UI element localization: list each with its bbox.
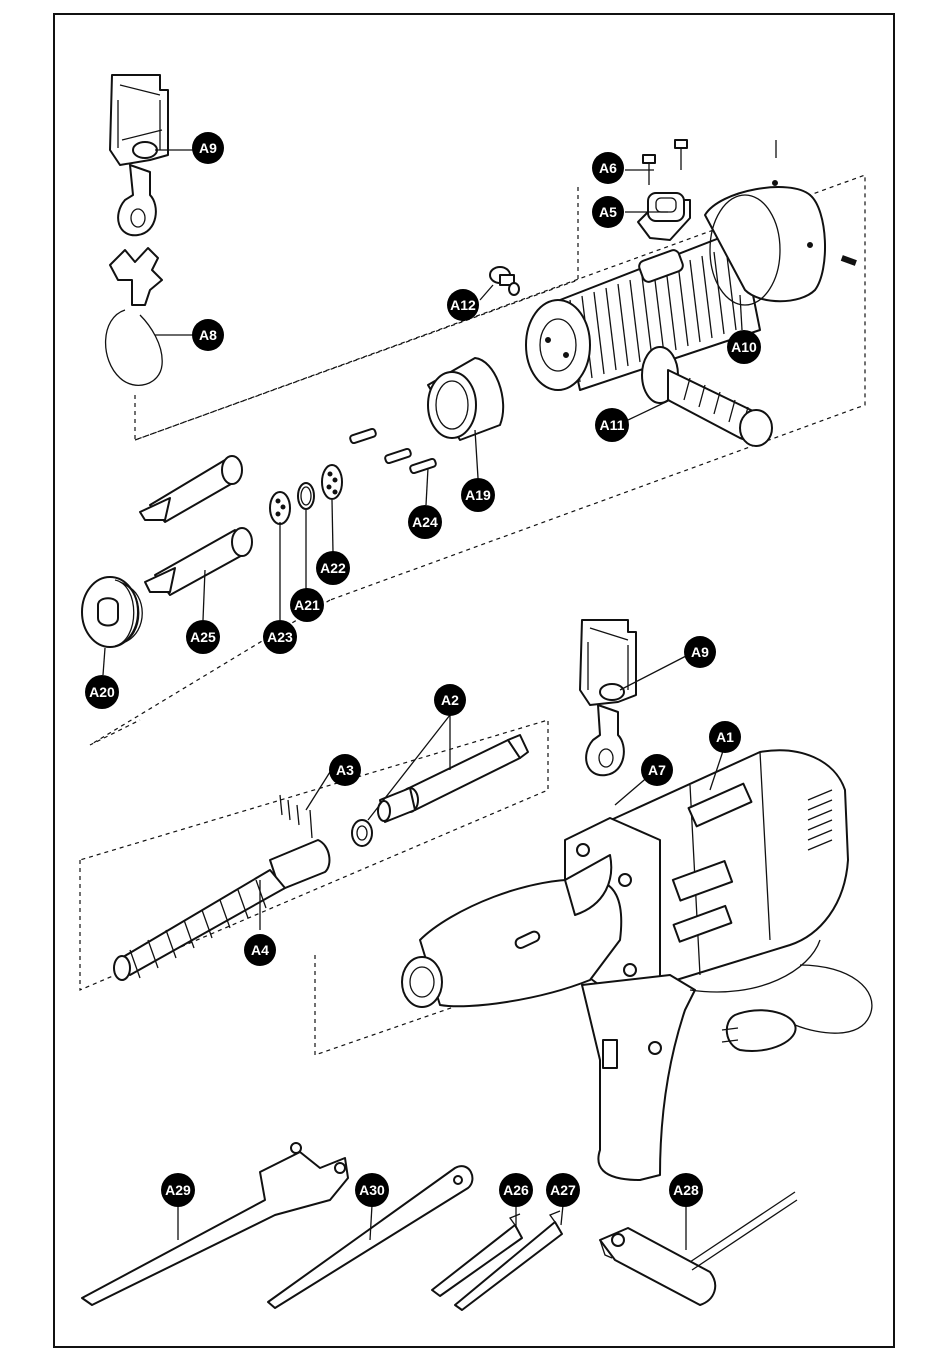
t-handle-key-a28 xyxy=(600,1192,797,1305)
label-a19: A19 xyxy=(461,478,495,512)
svg-text:A28: A28 xyxy=(673,1182,699,1198)
svg-text:A30: A30 xyxy=(359,1182,385,1198)
svg-text:A9: A9 xyxy=(691,644,709,660)
label-a25: A25 xyxy=(186,620,220,654)
svg-text:A4: A4 xyxy=(251,942,269,958)
svg-text:A27: A27 xyxy=(550,1182,576,1198)
svg-text:A22: A22 xyxy=(320,560,346,576)
svg-text:A19: A19 xyxy=(465,487,491,503)
label-a6: A6 xyxy=(592,152,624,184)
label-a20: A20 xyxy=(85,675,119,709)
svg-text:A26: A26 xyxy=(503,1182,529,1198)
svg-text:A6: A6 xyxy=(599,160,617,176)
svg-text:A12: A12 xyxy=(450,297,476,313)
svg-text:A7: A7 xyxy=(648,762,666,778)
hex-keys xyxy=(432,1211,562,1310)
motor-housing-a10 xyxy=(526,181,856,391)
label-a8: A8 xyxy=(192,319,224,351)
svg-text:A25: A25 xyxy=(190,629,216,645)
screws-a6 xyxy=(643,140,776,185)
svg-text:A9: A9 xyxy=(199,140,217,156)
svg-text:A1: A1 xyxy=(716,729,734,745)
svg-text:A23: A23 xyxy=(267,629,293,645)
hanger-bracket-top xyxy=(110,75,168,235)
label-a7: A7 xyxy=(641,754,673,786)
label-a23: A23 xyxy=(263,620,297,654)
auger-screw-a4 xyxy=(114,840,329,980)
svg-text:A2: A2 xyxy=(441,692,459,708)
label-a26: A26 xyxy=(499,1173,533,1207)
hanger-bracket-bottom xyxy=(580,620,636,775)
power-cord xyxy=(722,965,872,1051)
label-a5: A5 xyxy=(592,196,624,228)
label-a21: A21 xyxy=(290,588,324,622)
svg-text:A21: A21 xyxy=(294,597,320,613)
side-handle-a11 xyxy=(642,347,772,446)
svg-text:A5: A5 xyxy=(599,204,617,220)
ring-a19 xyxy=(428,358,503,440)
feed-tubes-a25 xyxy=(140,456,252,595)
label-a30: A30 xyxy=(355,1173,389,1207)
label-a24: A24 xyxy=(408,505,442,539)
label-a28: A28 xyxy=(669,1173,703,1207)
svg-text:A29: A29 xyxy=(165,1182,191,1198)
label-a29: A29 xyxy=(161,1173,195,1207)
svg-text:A20: A20 xyxy=(89,684,115,700)
label-a2: A2 xyxy=(434,684,466,716)
label-a3: A3 xyxy=(329,754,361,786)
label-a22: A22 xyxy=(316,551,350,585)
label-a9-top: A9 xyxy=(192,132,224,164)
bracket-a5 xyxy=(638,193,690,240)
label-a10: A10 xyxy=(727,330,761,364)
label-a27: A27 xyxy=(546,1173,580,1207)
svg-text:A11: A11 xyxy=(600,417,625,433)
svg-text:A24: A24 xyxy=(412,514,438,530)
disc-a20 xyxy=(82,577,142,647)
svg-text:A3: A3 xyxy=(336,762,354,778)
label-a9-bottom: A9 xyxy=(684,636,716,668)
label-a4: A4 xyxy=(244,934,276,966)
pins-a3 xyxy=(280,795,312,838)
group-outline-middle xyxy=(80,720,575,1055)
drill-body-a1 xyxy=(402,750,848,1180)
drive-shaft-a2 xyxy=(352,735,528,846)
label-a11: A11 xyxy=(595,408,629,442)
wire-clip xyxy=(106,248,163,385)
knob-a12 xyxy=(490,267,519,295)
screws-a24 xyxy=(349,428,436,474)
label-a1: A1 xyxy=(709,721,741,753)
svg-text:A8: A8 xyxy=(199,327,217,343)
svg-text:A10: A10 xyxy=(731,339,757,355)
label-a12: A12 xyxy=(447,289,479,321)
